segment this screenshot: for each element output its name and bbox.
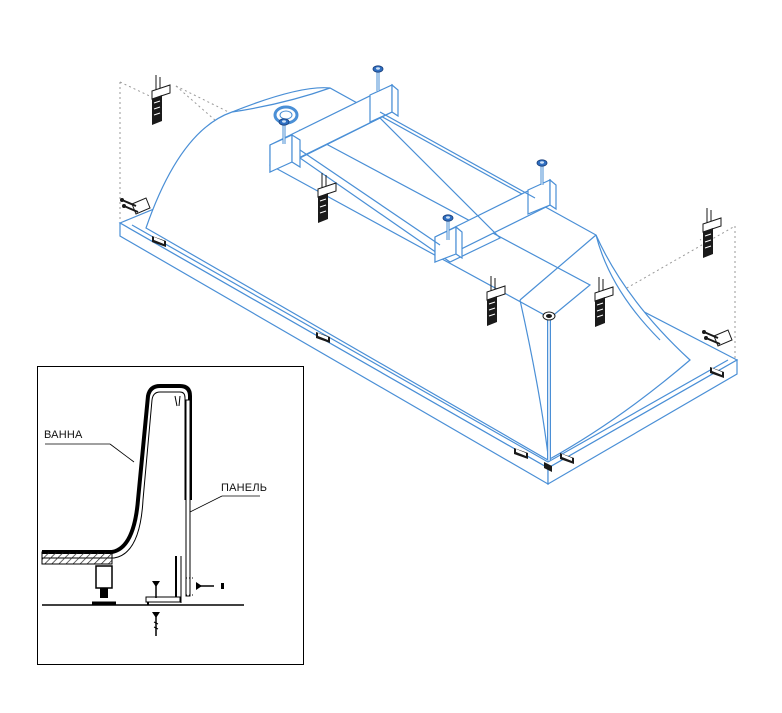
panel-section bbox=[185, 399, 191, 597]
support-frame bbox=[269, 83, 557, 263]
detail-inset bbox=[37, 366, 304, 665]
panel-label: ПАНЕЛЬ bbox=[221, 482, 268, 494]
bath-label: ВАННА bbox=[44, 429, 83, 441]
tub-wall-section bbox=[42, 384, 192, 554]
panel-clip-icon bbox=[152, 236, 724, 472]
support-rod bbox=[542, 311, 556, 460]
